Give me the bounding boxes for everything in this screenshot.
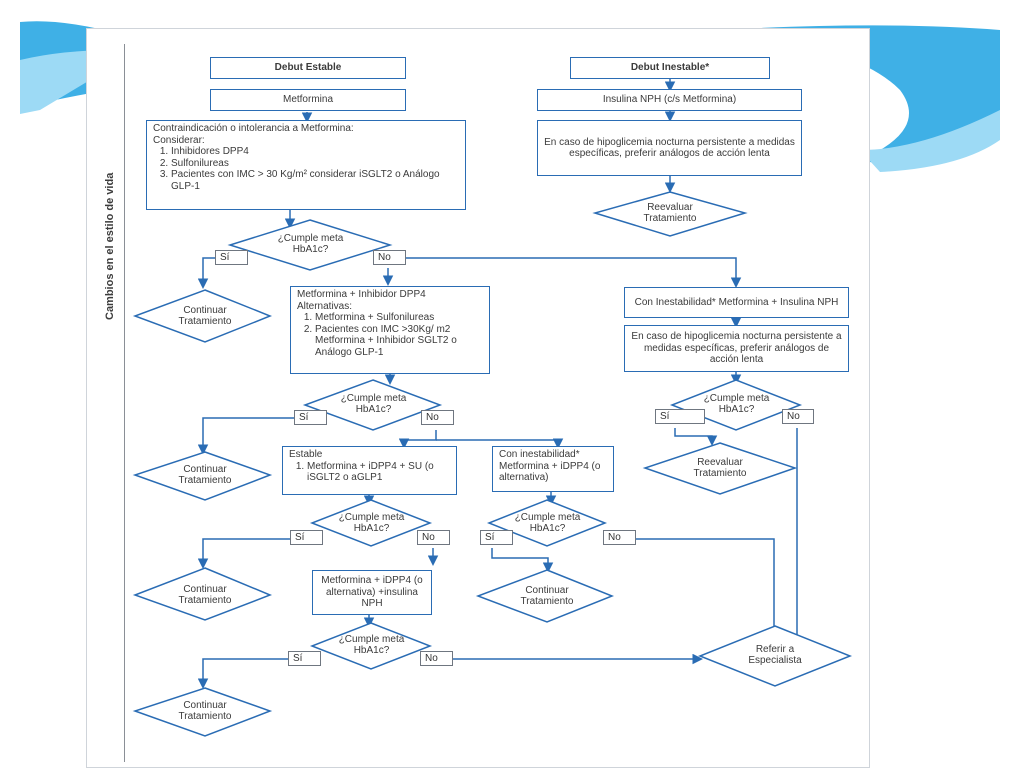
insulina-nph-box: Insulina NPH (c/s Metformina) xyxy=(537,89,802,111)
decision-diamond-6 xyxy=(309,622,433,670)
continuar-diamond-1 xyxy=(132,289,273,343)
contraindicacion-subtitle: Considerar: xyxy=(153,134,205,146)
met-dpp4-subtitle: Alternativas: xyxy=(297,300,353,312)
contraindicacion-item: Sulfonilureas xyxy=(171,158,459,170)
debut-inestable-box: Debut Inestable* xyxy=(570,57,770,79)
decision-diamond-4 xyxy=(309,499,433,547)
continuar-text-5: Continuar Tratamiento xyxy=(178,700,232,722)
si-label-6: Sí xyxy=(288,651,321,666)
no-label-3: No xyxy=(782,409,814,424)
no-label-6: No xyxy=(420,651,453,666)
reevaluar-diamond-2 xyxy=(642,442,798,495)
si-label-4: Sí xyxy=(290,530,323,545)
continuar-text-1: Continuar Tratamiento xyxy=(178,305,232,327)
continuar-diamond-4 xyxy=(475,569,615,623)
continuar-diamond-3 xyxy=(132,567,273,621)
continuar-diamond-2 xyxy=(132,451,273,501)
referir-diamond xyxy=(697,625,853,687)
met-dpp4-title: Metformina + Inhibidor DPP4 xyxy=(297,289,426,300)
decision-diamond-1 xyxy=(227,219,393,271)
met-dpp4-box: Metformina + Inhibidor DPP4 Alternativas… xyxy=(290,286,490,374)
decision-text-3: ¿Cumple meta HbA1c? xyxy=(703,393,770,415)
reevaluar-text-2: Reevaluar Tratamiento xyxy=(693,457,747,479)
no-label-5: No xyxy=(603,530,636,545)
debut-estable-box: Debut Estable xyxy=(210,57,406,79)
no-label-2: No xyxy=(421,410,454,425)
decision-text-2: ¿Cumple meta HbA1c? xyxy=(340,393,407,415)
estable-title: Estable xyxy=(289,449,323,460)
contraindicacion-box: Contraindicación o intolerancia a Metfor… xyxy=(146,120,466,210)
continuar-diamond-5 xyxy=(132,687,273,737)
no-label-4: No xyxy=(417,530,450,545)
continuar-text-2: Continuar Tratamiento xyxy=(178,464,232,486)
con-inestabilidad-nph-box: Con Inestabilidad* Metformina + Insulina… xyxy=(624,287,849,318)
hipoglicemia-box-1: En caso de hipoglicemia nocturna persist… xyxy=(537,120,802,176)
contraindicacion-item: Inhibidores DPP4 xyxy=(171,146,459,158)
contraindicacion-item: Pacientes con IMC > 30 Kg/m² considerar … xyxy=(171,169,459,192)
hipoglicemia-box-2: En caso de hipoglicemia nocturna persist… xyxy=(624,325,849,372)
continuar-text-3: Continuar Tratamiento xyxy=(178,584,232,606)
decision-text-1: ¿Cumple meta HbA1c? xyxy=(277,233,344,255)
decision-text-4: ¿Cumple meta HbA1c? xyxy=(338,512,405,534)
continuar-text-4: Continuar Tratamiento xyxy=(520,585,574,607)
lifestyle-bar xyxy=(124,44,125,762)
reevaluar-diamond-1 xyxy=(592,191,748,237)
decision-text-6: ¿Cumple meta HbA1c? xyxy=(338,634,405,656)
estable-box: Estable Metformina + iDPP4 + SU (o iSGLT… xyxy=(282,446,457,495)
reevaluar-text-1: Reevaluar Tratamiento xyxy=(643,202,697,224)
met-dpp4-item: Pacientes con IMC >30Kg/ m2 Metformina +… xyxy=(315,324,483,359)
decision-text-5: ¿Cumple meta HbA1c? xyxy=(514,512,581,534)
decision-diamond-5 xyxy=(486,499,608,547)
metformina-box: Metformina xyxy=(210,89,406,111)
met-dpp4-item: Metformina + Sulfonilureas xyxy=(315,312,483,324)
con-inestabilidad-idpp4-box: Con inestabilidad* Metformina + iDPP4 (o… xyxy=(492,446,614,492)
si-label-5: Sí xyxy=(480,530,513,545)
decision-diamond-2 xyxy=(302,379,443,431)
no-label-1: No xyxy=(373,250,406,265)
referir-text: Referir a Especialista xyxy=(748,644,802,666)
estable-item: Metformina + iDPP4 + SU (o iSGLT2 o aGLP… xyxy=(307,461,450,484)
contraindicacion-title: Contraindicación o intolerancia a Metfor… xyxy=(153,123,354,134)
si-label-1: Sí xyxy=(215,250,248,265)
si-label-3: Sí xyxy=(655,409,705,424)
met-idpp4-nph-box: Metformina + iDPP4 (o alternativa) +insu… xyxy=(312,570,432,615)
si-label-2: Sí xyxy=(294,410,327,425)
